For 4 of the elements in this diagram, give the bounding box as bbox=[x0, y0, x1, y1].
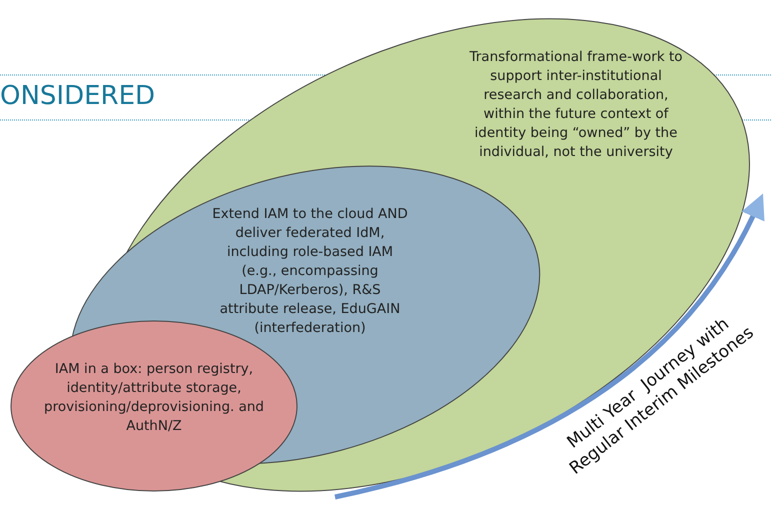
oval-text: Extend IAM to the cloud AND deliver federated IdM, including role-based IAM (e.g., encompassing LDAP/Kerberos), R&S attribute release, EduGAIN (interfederation) bbox=[211, 205, 409, 338]
oval-text: IAM in a box: person registry, identity/attribute storage, provisioning/deprovisioning. and AuthN/Z bbox=[44, 360, 264, 436]
slide-title: ONSIDERED bbox=[0, 80, 156, 112]
oval-text: Transformational frame-work to support inter-institutional research and collaboration, within the future context of identity being “owned” by the individual, not the university bbox=[468, 48, 684, 162]
